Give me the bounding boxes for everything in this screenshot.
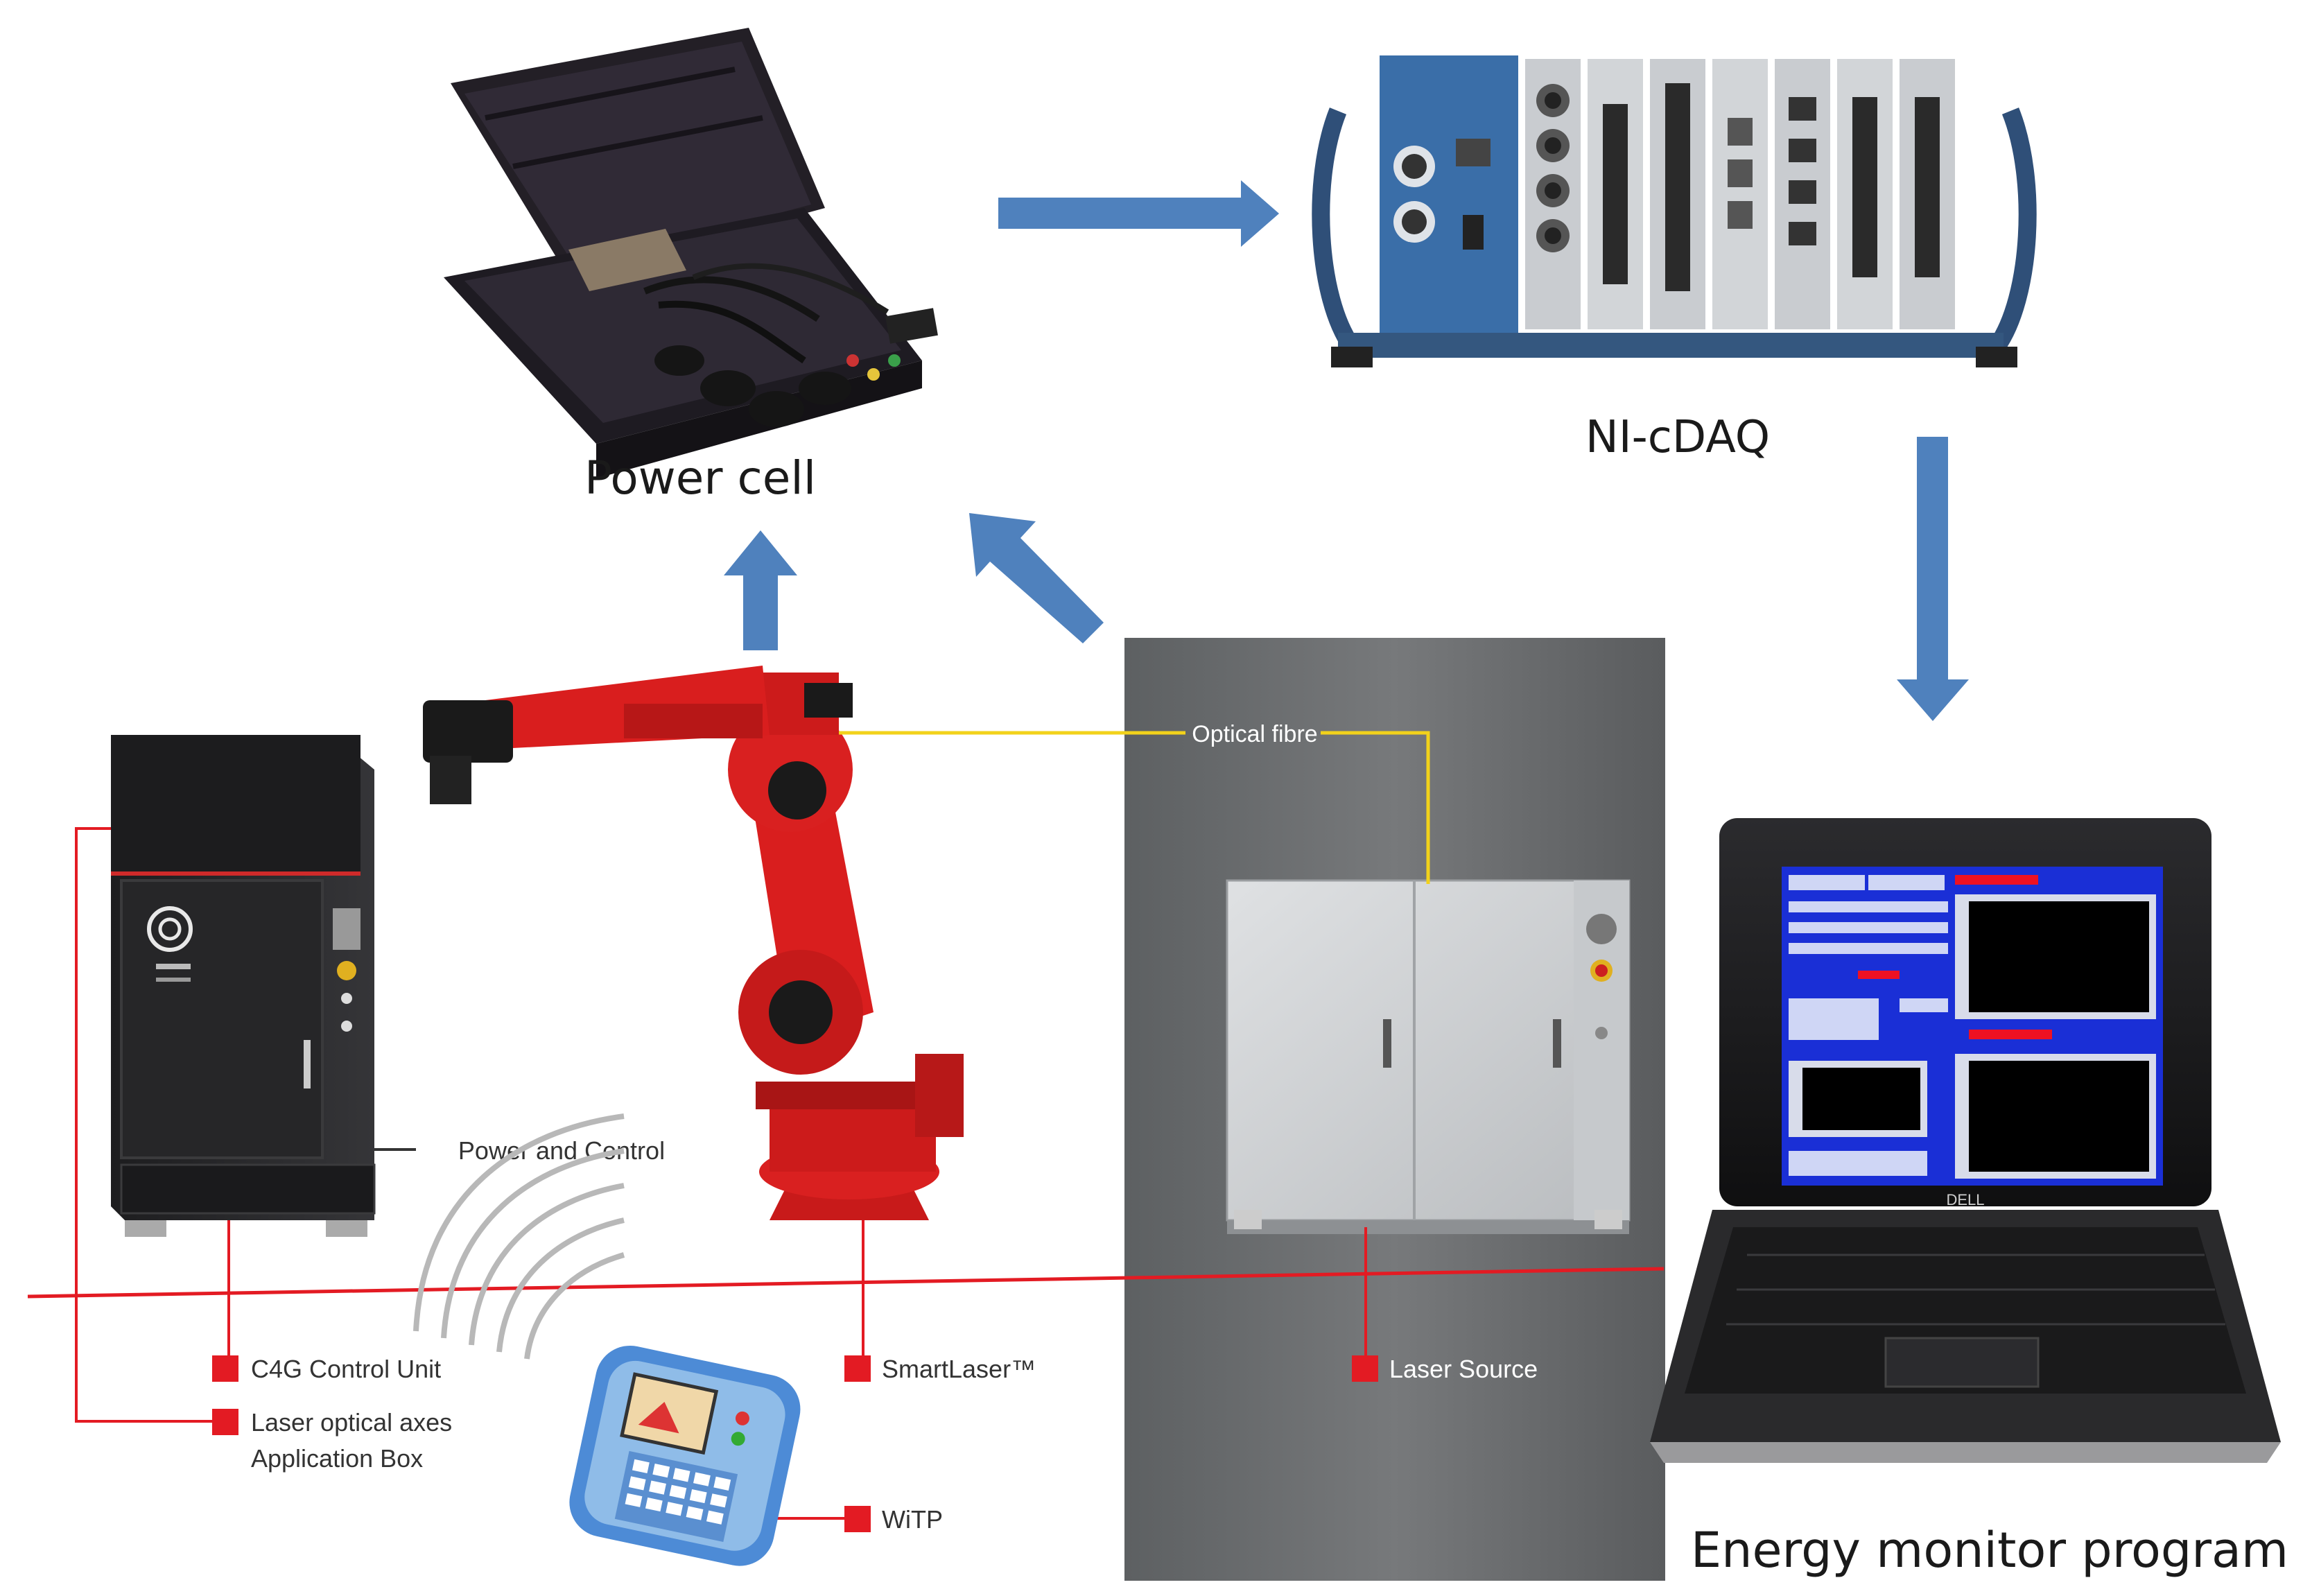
optical-fibre-label: Optical fibre — [1192, 721, 1317, 747]
smartlaser-callout-marker — [844, 1355, 871, 1382]
optical-fibre-line-2 — [1321, 731, 1430, 884]
witp-callout-marker — [844, 1506, 871, 1532]
floor-line — [27, 1267, 1665, 1299]
laser-source-callout-marker — [1352, 1355, 1378, 1382]
teach-pendant-icon — [569, 1345, 801, 1566]
energy-monitor-label: Energy monitor program — [1691, 1522, 2288, 1579]
ni-cdaq-label: NI-cDAQ — [1585, 412, 1770, 463]
c4g-callout-marker — [212, 1355, 238, 1382]
power-and-control-label: Power and Control — [458, 1136, 665, 1165]
witp-label: WiTP — [882, 1505, 943, 1534]
industrial-robot-icon — [423, 666, 964, 1220]
arrow-powercell-to-cdaq — [998, 180, 1279, 247]
arrow-cdaq-to-laptop — [1897, 437, 1969, 721]
arrow-robot-to-powercell — [724, 530, 797, 650]
laser-axes-callout-marker — [212, 1409, 238, 1435]
laptop-icon: DELL — [1650, 818, 2281, 1463]
wireless-signal-icon — [413, 1113, 625, 1360]
laser-axes-label-line2: Application Box — [251, 1444, 423, 1473]
laser-source-label: Laser Source — [1389, 1355, 1538, 1383]
smartlaser-label: SmartLaser™ — [882, 1355, 1036, 1383]
c4g-control-unit-label: C4G Control Unit — [251, 1355, 441, 1383]
flow-arrows — [724, 180, 1969, 721]
ni-cdaq-chassis-icon — [1312, 55, 2037, 367]
laser-axes-label-line1: Laser optical axes — [251, 1408, 452, 1437]
laptop-brand: DELL — [1946, 1191, 1984, 1208]
arrow-laser-to-powercell — [969, 513, 1104, 643]
control-cabinet-icon — [111, 735, 376, 1237]
cdaq-controller-module — [1380, 55, 1518, 333]
power-cell-label: Power cell — [584, 451, 816, 505]
laser-source-cabinet-icon — [1226, 879, 1631, 1234]
power-cell-case-icon — [444, 28, 938, 478]
